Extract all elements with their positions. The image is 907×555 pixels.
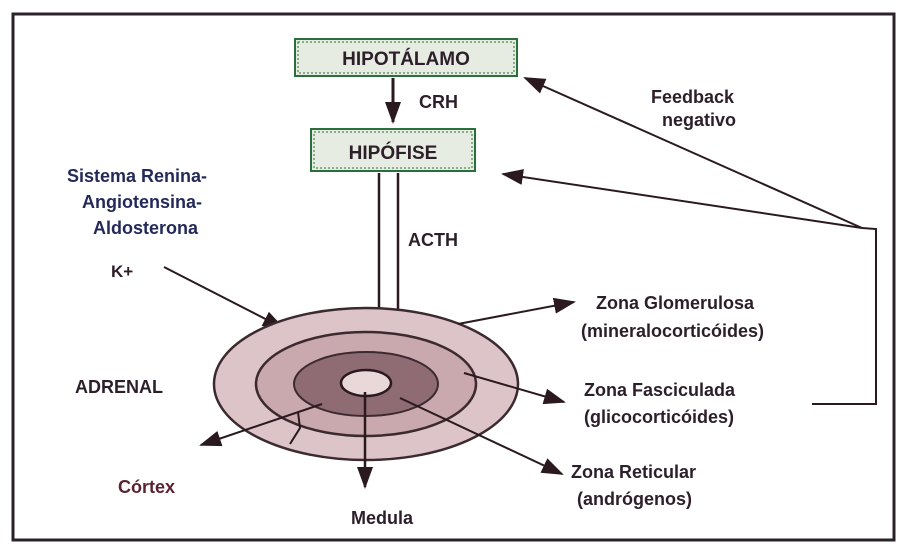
medula-label: Medula (351, 508, 414, 528)
crh-label: CRH (419, 92, 458, 112)
feedback-arrow-to-hipofise (503, 174, 862, 228)
cortex-label: Córtex (118, 477, 175, 497)
glomerulosa-arrow (458, 302, 574, 324)
zona-reticular-label: Zona Reticular (571, 462, 696, 482)
hipotalamo-node: HIPOTÁLAMO (295, 39, 517, 76)
k-plus-arrow (164, 267, 283, 328)
hipofise-label: HIPÓFISE (349, 142, 438, 164)
zona-fasciculada-product: (glicocorticóides) (584, 407, 734, 427)
sistema-label-line1: Sistema Renina- (67, 166, 207, 186)
k-plus-label: K+ (111, 262, 133, 281)
acth-label: ACTH (408, 230, 458, 250)
adrenal-label: ADRENAL (75, 377, 163, 397)
hipotalamo-label: HIPOTÁLAMO (342, 48, 470, 70)
zona-fasciculada-label: Zona Fasciculada (584, 380, 736, 400)
feedback-label-line2: negativo (662, 110, 736, 130)
sistema-label-line2: Angiotensina- (82, 192, 202, 212)
feedback-loop-line (812, 228, 876, 404)
zona-glomerulosa-product: (mineralocorticóides) (581, 321, 764, 341)
sistema-label-line3: Aldosterona (93, 218, 199, 238)
feedback-label-line1: Feedback (651, 87, 735, 107)
zona-glomerulosa-label: Zona Glomerulosa (596, 293, 755, 313)
hipofise-node: HIPÓFISE (311, 129, 475, 171)
zona-reticular-product: (andrógenos) (577, 489, 692, 509)
